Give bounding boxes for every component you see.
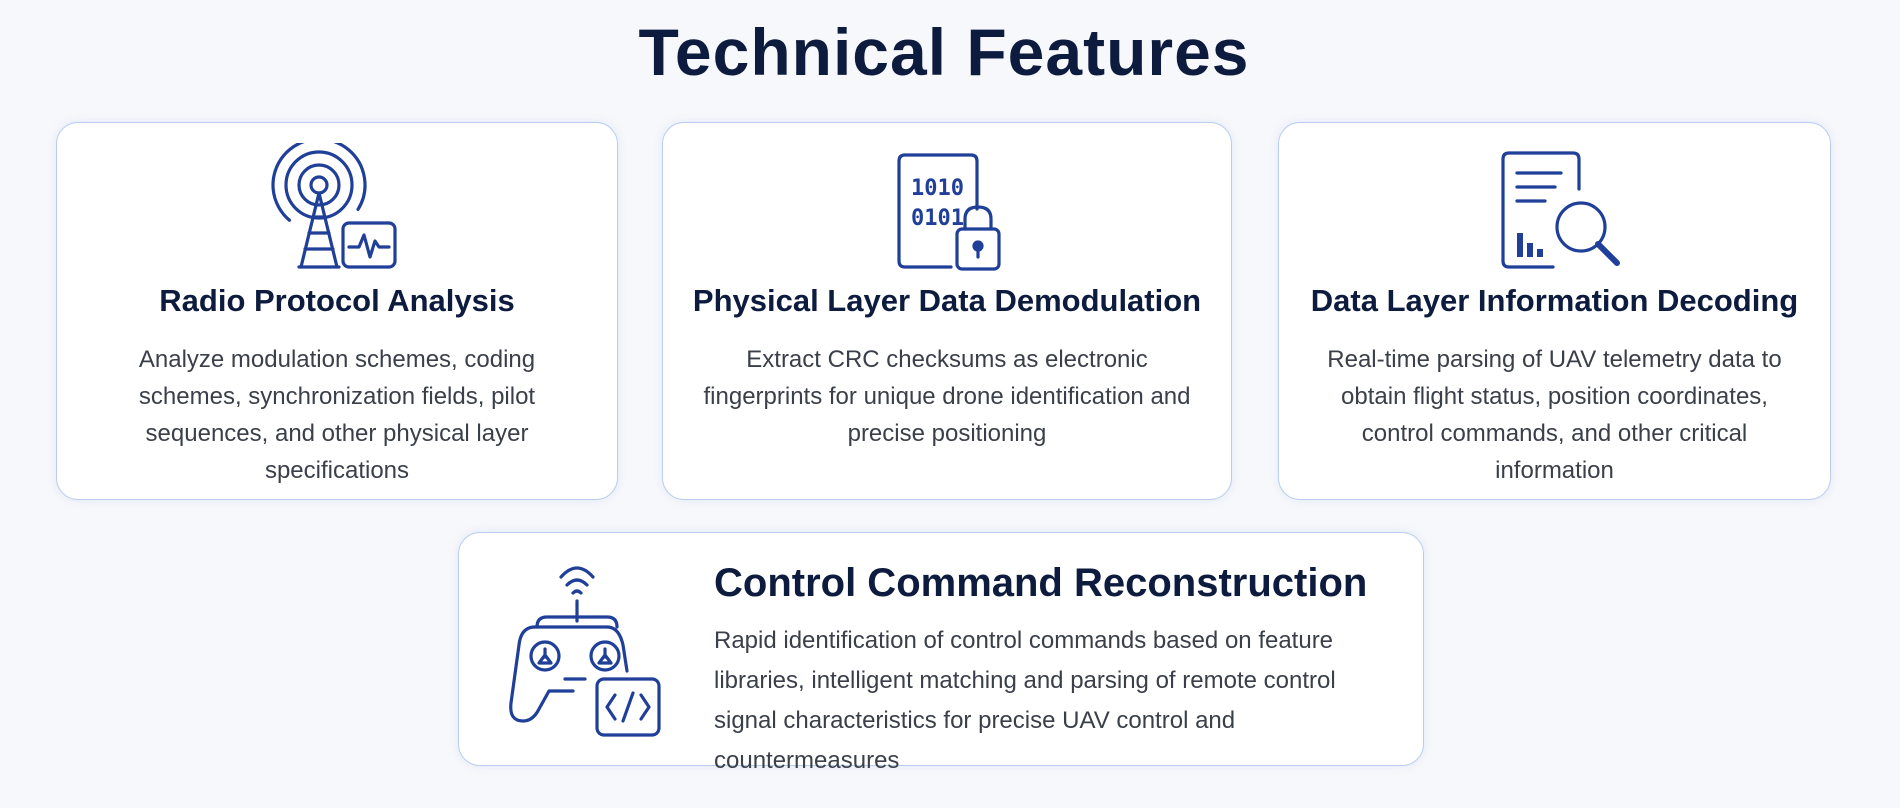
feature-card-radio-protocol-analysis: Radio Protocol Analysis Analyze modulati…: [56, 122, 618, 500]
feature-card-control-command-reconstruction: Control Command Reconstruction Rapid ide…: [458, 532, 1424, 774]
radio-tower-icon: [271, 143, 397, 269]
feature-title: Radio Protocol Analysis: [159, 283, 515, 318]
page-title: Technical Features: [638, 15, 1250, 89]
feature-title: Control Command Reconstruction: [714, 561, 1368, 605]
feature-description: Analyze modulation schemes, coding schem…: [138, 346, 536, 484]
binary-line: 1010: [911, 176, 964, 201]
binary-line: 0101: [911, 206, 964, 231]
feature-description: Real-time parsing of UAV telemetry data …: [1327, 346, 1782, 484]
feature-title: Data Layer Information Decoding: [1310, 283, 1799, 318]
feature-card-data-layer-decoding: Data Layer Information Decoding Real-tim…: [1278, 122, 1831, 500]
feature-title: Physical Layer Data Demodulation: [692, 283, 1202, 318]
remote-controller-code-icon: [509, 566, 661, 737]
feature-description: Extract CRC checksums as electronic fing…: [703, 346, 1191, 447]
document-search-icon: [1501, 151, 1620, 269]
binary-lock-icon: 1010 0101: [897, 153, 1001, 271]
feature-card-physical-layer-demodulation: 1010 0101 Physical Layer Data Demodulati…: [662, 122, 1232, 500]
feature-description: Rapid identification of control commands…: [714, 627, 1336, 774]
